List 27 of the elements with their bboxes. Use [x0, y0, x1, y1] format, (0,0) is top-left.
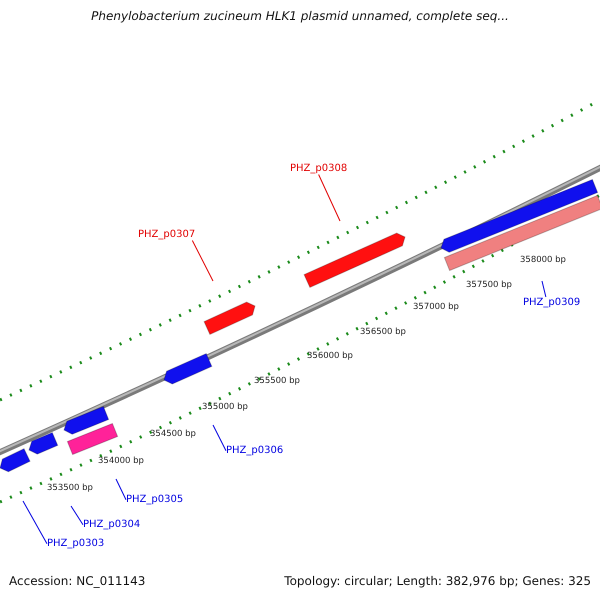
gene-label: PHZ_p0303 — [47, 538, 104, 550]
gene-label: PHZ_p0307 — [138, 229, 196, 240]
title: Phenylobacterium zucineum HLK1 plasmid unnamed, complete seq... — [90, 10, 510, 24]
leader-line — [212, 424, 226, 452]
leader-line — [70, 506, 84, 526]
position-label: 353500 bp — [47, 484, 93, 494]
position-label: 355000 bp — [202, 403, 248, 413]
position-label: 356500 bp — [360, 328, 406, 338]
gene-label: PHZ_p0305 — [126, 494, 184, 506]
gene-label: PHZ_p0309 — [523, 297, 580, 308]
position-label: 357000 bp — [413, 303, 459, 313]
leader-line — [192, 240, 214, 282]
leader-line — [116, 478, 126, 500]
position-label: 354000 bp — [98, 457, 144, 467]
gene-label: PHZ_p0304 — [83, 519, 140, 530]
position-label: 356000 bp — [307, 352, 353, 362]
gene-label: PHZ_p0308 — [290, 163, 348, 174]
position-label: 354500 bp — [150, 430, 196, 440]
position-label: 358000 bp — [520, 256, 566, 266]
leader-line — [318, 174, 340, 222]
gene-label: PHZ_p0306 — [226, 445, 284, 456]
leader-line — [22, 500, 48, 544]
footer-text: Topology: circular; Length: 382,976 bp; Genes: 325 — [284, 575, 591, 589]
position-label: 355500 bp — [254, 377, 300, 387]
footer-text: Accession: NC_011143 — [9, 575, 146, 589]
position-label: 357500 bp — [466, 281, 512, 291]
leader-line — [542, 280, 546, 298]
